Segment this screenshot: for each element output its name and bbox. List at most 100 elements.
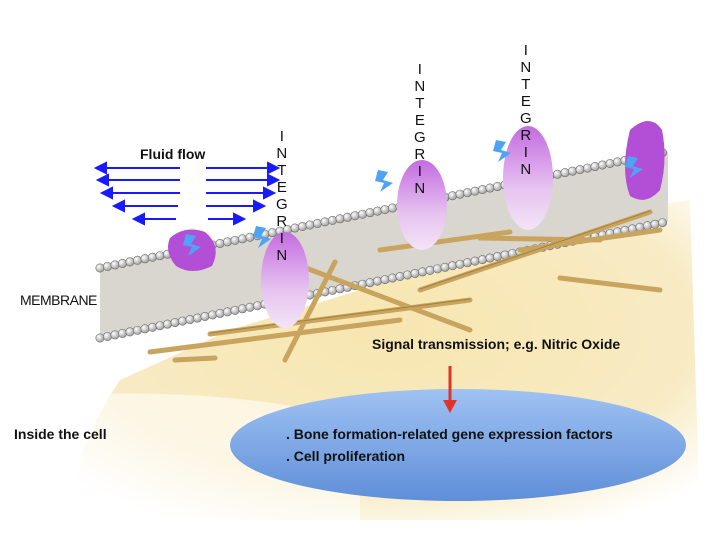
lipid-head [200,311,210,321]
lipid-head [395,271,405,281]
lipid-head [612,157,622,167]
lipid-head [140,254,150,264]
lightning-icon [625,156,643,178]
signal-label: Signal transmission; e.g. Nitric Oxide [372,336,621,352]
lipid-head [223,307,233,317]
lipid-head [462,188,472,198]
lightning-icon [253,226,271,248]
lipid-head [178,316,188,326]
fluid-flow-arrows [93,161,281,226]
lipid-head [335,214,345,224]
flow-arrow [111,199,267,213]
lipid-head [575,165,585,175]
effect-item: . Bone formation-related gene expression… [286,426,613,442]
flow-arrow [131,212,247,226]
lipid-head [223,237,233,247]
lipid-head [110,330,120,340]
lipid-head [133,255,143,265]
integrin-protein [253,226,309,328]
lipid-head [155,321,165,331]
lipid-head [163,319,173,329]
lipid-head [477,185,487,195]
lipid-head [230,235,240,245]
lipid-head [312,218,322,228]
lipid-head [335,284,345,294]
lipid-head [567,166,577,176]
lipid-head [552,169,562,179]
lipid-head [380,205,390,215]
lightning-icon [493,140,511,162]
flow-arrow [95,173,281,187]
lipid-head [215,238,225,248]
nucleus-ellipse [230,389,686,501]
lightning-icon [375,170,393,192]
lipid-head [410,268,420,278]
lipid-head [238,304,248,314]
effect-item: . Cell proliferation [286,448,406,464]
lipid-head [305,220,315,230]
lipid-head [425,265,435,275]
filament [557,275,663,293]
filaments [147,209,663,363]
lipid-head [470,186,480,196]
lipid-head [327,215,337,225]
signal-arrow [443,366,457,413]
lipid-head [327,285,337,295]
lipid-head [387,273,397,283]
filament [377,229,513,253]
lipid-head [155,251,165,261]
integrin-protein [375,160,447,250]
lipid-head [642,221,652,231]
lipid-head [193,313,203,323]
lipid-head [380,275,390,285]
filament [172,355,218,363]
lipid-head [118,258,128,268]
lipid-head [417,267,427,277]
flow-arrow [99,186,277,200]
flow-arrow [93,161,281,175]
integrin-protein [493,126,553,230]
lipid-head [215,308,225,318]
lipid-head [365,208,375,218]
lipid-head [485,183,495,193]
lipid-head [238,234,248,244]
lipid-head [297,221,307,231]
lipid-head [462,258,472,268]
lipid-head [455,259,465,269]
filament [147,317,403,355]
lipid-head [492,252,502,262]
lipid-head [477,255,487,265]
lipid-head [657,218,667,228]
lipid-head [447,261,457,271]
lipid-head [440,262,450,272]
lipid-head [208,310,218,320]
lipid-head [245,302,255,312]
lipid-head [365,278,375,288]
lipid-head [185,315,195,325]
fluid-flow-label: Fluid flow [140,146,206,162]
lipid-head [110,260,120,270]
lipid-head [320,217,330,227]
receptor-protein [625,121,665,200]
lipid-head [455,189,465,199]
lipid-head [470,256,480,266]
filament [287,259,473,333]
lipid-head [95,333,105,343]
lipid-head [372,276,382,286]
lipid-head [432,264,442,274]
lipid-head [125,257,135,267]
lipid-head [402,270,412,280]
lipid-head [357,209,367,219]
filament [417,209,653,293]
lipid-head [125,327,135,337]
lipid-head [103,331,113,341]
lipid-head [560,168,570,178]
lipid-head [650,219,660,229]
lightning-icon [183,234,201,256]
filament [207,297,473,337]
